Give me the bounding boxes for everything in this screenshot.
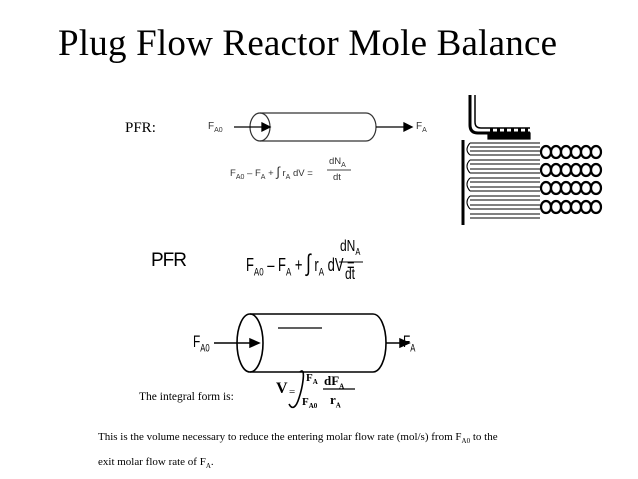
integral-numerator: dFA [324,373,345,391]
small-eq-denominator: dt [333,172,341,183]
small-outlet-label: FA [416,121,427,134]
description-line-1: This is the volume necessary to reduce t… [98,431,498,446]
description-line-2: exit molar flow rate of FA. [98,456,214,471]
large-outlet-label: FA [403,332,416,355]
pfr-label: PFR: [125,120,156,136]
page-title: Plug Flow Reactor Mole Balance [58,23,558,64]
small-eq-numerator: dNA [329,156,346,169]
small-outlet-arrow [376,121,414,133]
large-outlet-arrow [386,337,411,349]
coil-reactor-illustration [461,95,603,225]
integral-denominator: rA [330,392,341,410]
large-eq-denominator: dt [345,266,356,283]
integral-sign-large [288,370,305,409]
large-eq-numerator: dNA [340,238,361,259]
large-inlet-label: FA0 [193,332,210,355]
integral-form-label: The integral form is: [139,391,234,403]
small-mole-balance-equation: FA0 – FA + ∫ rA dV = [230,164,313,181]
integral-equals: = [289,386,296,398]
small-inlet-label: FA0 [208,121,223,134]
pfr-label-large: PFR [151,250,187,271]
integral-v: V [276,380,288,397]
small-inlet-arrow [234,121,272,133]
integral-lower-limit: FA0 [302,396,318,411]
large-mole-balance-equation: FA0 – FA + ∫ rA dV = [246,250,355,279]
integral-upper-limit: FA [306,372,318,387]
large-inlet-arrow [214,337,261,349]
